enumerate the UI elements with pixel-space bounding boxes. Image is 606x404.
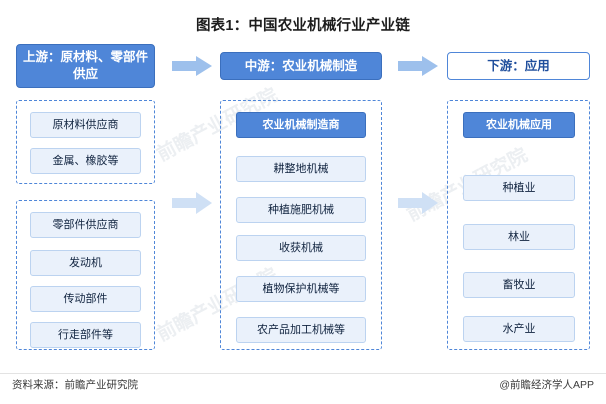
arrow-body-midstream-to-downstream xyxy=(398,192,438,214)
midstream-item-2: 种植施肥机械 xyxy=(236,197,366,223)
downstream-group xyxy=(447,100,590,350)
downstream-item-1: 种植业 xyxy=(463,175,575,201)
footer-divider xyxy=(0,373,606,374)
upstream-group-components xyxy=(16,200,155,350)
brand-note: @前瞻经济学人APP xyxy=(499,379,594,391)
midstream-item-3: 收获机械 xyxy=(236,235,366,261)
upstream-components-item-2: 传动部件 xyxy=(30,286,141,312)
midstream-group xyxy=(220,100,382,350)
upstream-components-header: 零部件供应商 xyxy=(30,212,141,238)
downstream-header: 农业机械应用 xyxy=(463,112,575,138)
header-downstream: 下游：应用 xyxy=(447,52,590,80)
upstream-components-item-3: 行走部件等 xyxy=(30,322,141,348)
arrow-upstream-to-midstream xyxy=(172,56,212,76)
downstream-item-3: 畜牧业 xyxy=(463,272,575,298)
page-title: 图表1：中国农业机械行业产业链 xyxy=(195,18,411,34)
midstream-item-5: 农产品加工机械等 xyxy=(236,317,366,343)
downstream-item-4: 水产业 xyxy=(463,316,575,342)
source-note: 资料来源：前瞻产业研究院 xyxy=(12,379,138,391)
midstream-item-4: 植物保护机械等 xyxy=(236,276,366,302)
midstream-header: 农业机械制造商 xyxy=(236,112,366,138)
midstream-item-1: 耕整地机械 xyxy=(236,156,366,182)
upstream-materials-item: 金属、橡胶等 xyxy=(30,148,141,174)
upstream-materials-header: 原材料供应商 xyxy=(30,112,141,138)
arrow-midstream-to-downstream xyxy=(398,56,438,76)
header-midstream: 中游：农业机械制造 xyxy=(220,52,382,80)
upstream-components-item-1: 发动机 xyxy=(30,250,141,276)
arrow-body-upstream-to-midstream xyxy=(172,192,212,214)
downstream-item-2: 林业 xyxy=(463,224,575,250)
header-upstream: 上游：原材料、零部件供应 xyxy=(16,44,155,88)
upstream-group-materials xyxy=(16,100,155,184)
